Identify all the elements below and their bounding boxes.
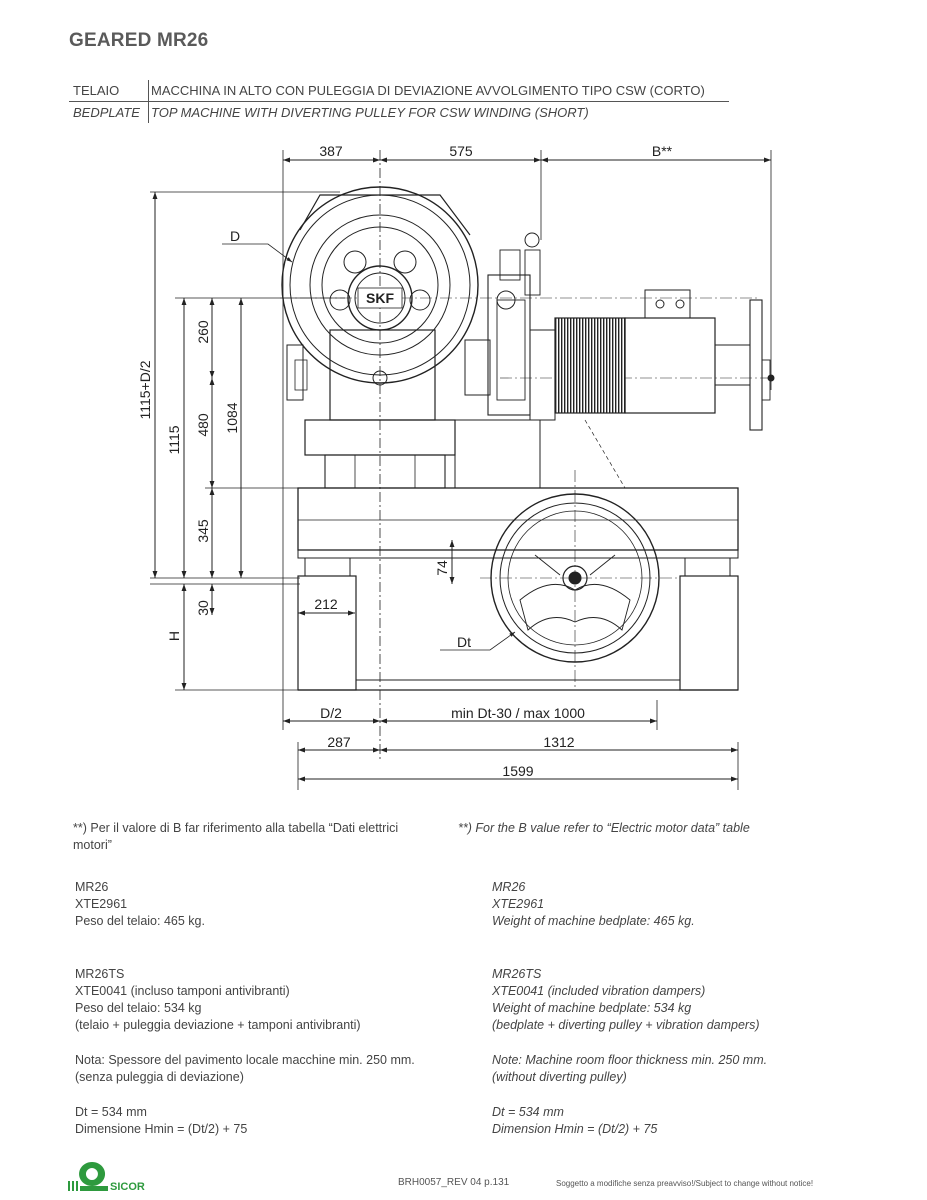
header-text-it: MACCHINA IN ALTO CON PULEGGIA DI DEVIAZI… bbox=[151, 83, 705, 98]
dt-en-line: Dt = 534 mm bbox=[492, 1105, 564, 1119]
floor-it-line: (senza puleggia di deviazione) bbox=[75, 1070, 244, 1084]
dim-b: B** bbox=[652, 143, 673, 159]
page-title: GEARED MR26 bbox=[69, 30, 209, 51]
mr26ts-block-en: MR26TS XTE0041 (included vibration dampe… bbox=[492, 966, 760, 1034]
note-b-en: **) For the B value refer to “Electric m… bbox=[458, 820, 750, 837]
dim-min-max: min Dt-30 / max 1000 bbox=[451, 705, 585, 721]
mr26ts-it-line: XTE0041 (incluso tamponi antivibranti) bbox=[75, 984, 290, 998]
mr26ts-it-line: (telaio + puleggia deviazione + tamponi … bbox=[75, 1018, 361, 1032]
dim-480: 480 bbox=[195, 413, 211, 437]
note-b-it-line1: **) Per il valore di B far riferimento a… bbox=[73, 821, 399, 835]
header-label-it: TELAIO bbox=[73, 83, 120, 98]
mr26ts-block-it: MR26TS XTE0041 (incluso tamponi antivibr… bbox=[75, 966, 361, 1034]
dim-1084: 1084 bbox=[224, 402, 240, 433]
mr26-block-it: MR26 XTE2961 Peso del telaio: 465 kg. bbox=[75, 879, 205, 930]
dim-d2: D/2 bbox=[320, 705, 342, 721]
technical-drawing: SKF 387 575 B** D Dt 212 D/2 min Dt-30 /… bbox=[137, 143, 775, 790]
mr26-en-line: MR26 bbox=[492, 880, 526, 894]
note-b-it-line2: motori” bbox=[73, 838, 112, 852]
mr26ts-en-line: (bedplate + diverting pulley + vibration… bbox=[492, 1018, 760, 1032]
sicor-logo-text: SICOR bbox=[110, 1181, 145, 1193]
header-text-en: TOP MACHINE WITH DIVERTING PULLEY FOR CS… bbox=[151, 105, 589, 120]
dim-1115: 1115 bbox=[166, 425, 182, 454]
disclaimer: Soggetto a modifiche senza preavviso!/Su… bbox=[556, 1179, 814, 1188]
mr26ts-en-line: XTE0041 (included vibration dampers) bbox=[492, 984, 706, 998]
label-d: D bbox=[230, 228, 240, 244]
note-b-en-line: **) For the B value refer to “Electric m… bbox=[458, 821, 750, 835]
header-label-en: BEDPLATE bbox=[73, 105, 140, 120]
dim-260: 260 bbox=[195, 320, 211, 344]
label-dt: Dt bbox=[457, 634, 471, 650]
dim-387: 387 bbox=[319, 143, 343, 159]
mr26-it-line: Peso del telaio: 465 kg. bbox=[75, 914, 205, 928]
floor-it-line: Nota: Spessore del pavimento locale macc… bbox=[75, 1053, 415, 1067]
dim-212: 212 bbox=[314, 596, 338, 612]
mr26ts-it-line: MR26TS bbox=[75, 967, 125, 981]
dim-30: 30 bbox=[195, 600, 211, 616]
mr26ts-en-line: MR26TS bbox=[492, 967, 542, 981]
dt-it-line: Dimensione Hmin = (Dt/2) + 75 bbox=[75, 1122, 248, 1136]
dt-it-line: Dt = 534 mm bbox=[75, 1105, 147, 1119]
dt-note-it: Dt = 534 mm Dimensione Hmin = (Dt/2) + 7… bbox=[75, 1104, 247, 1138]
dim-1599: 1599 bbox=[502, 763, 533, 779]
dim-74: 74 bbox=[434, 560, 450, 576]
label-h: H bbox=[166, 631, 182, 641]
dim-287: 287 bbox=[327, 734, 351, 750]
dim-1312: 1312 bbox=[543, 734, 574, 750]
dim-575: 575 bbox=[449, 143, 473, 159]
header-horizontal-rule bbox=[69, 101, 729, 102]
floor-note-en: Note: Machine room floor thickness min. … bbox=[492, 1052, 767, 1086]
mr26-block-en: MR26 XTE2961 Weight of machine bedplate:… bbox=[492, 879, 695, 930]
dt-en-line: Dimension Hmin = (Dt/2) + 75 bbox=[492, 1122, 658, 1136]
mr26-it-line: XTE2961 bbox=[75, 897, 128, 911]
mr26-en-line: XTE2961 bbox=[492, 897, 545, 911]
floor-note-it: Nota: Spessore del pavimento locale macc… bbox=[75, 1052, 415, 1086]
floor-en-line: (without diverting pulley) bbox=[492, 1070, 627, 1084]
floor-en-line: Note: Machine room floor thickness min. … bbox=[492, 1053, 768, 1067]
dim-345: 345 bbox=[195, 519, 211, 543]
doc-ref: BRH0057_REV 04 p.131 bbox=[398, 1177, 510, 1188]
note-b-it: **) Per il valore di B far riferimento a… bbox=[73, 820, 398, 854]
sicor-logo: SICOR bbox=[68, 1162, 145, 1193]
dt-note-en: Dt = 534 mm Dimension Hmin = (Dt/2) + 75 bbox=[492, 1104, 657, 1138]
mr26-en-line: Weight of machine bedplate: 465 kg. bbox=[492, 914, 695, 928]
skf-brand-label: SKF bbox=[366, 290, 394, 306]
dim-1115-d2: 1115+D/2 bbox=[137, 360, 153, 419]
mr26ts-it-line: Peso del telaio: 534 kg bbox=[75, 1001, 202, 1015]
mr26-it-line: MR26 bbox=[75, 880, 109, 894]
mr26ts-en-line: Weight of machine bedplate: 534 kg bbox=[492, 1001, 692, 1015]
